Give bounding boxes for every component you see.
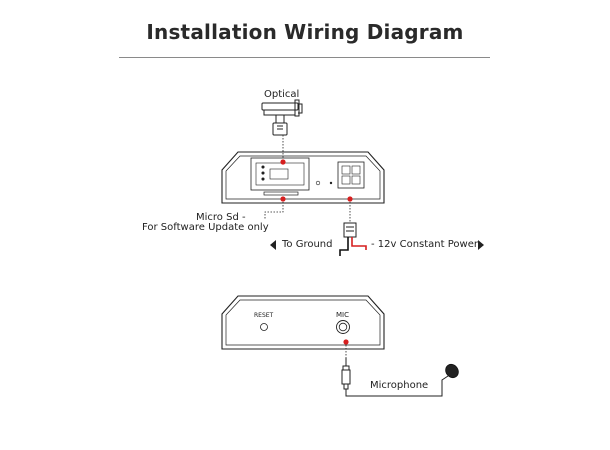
microphone-cable <box>345 375 449 397</box>
microphone-label: Microphone <box>370 380 429 391</box>
page-title: Installation Wiring Diagram <box>146 20 464 44</box>
power-wire <box>351 237 367 250</box>
reset-label: RESET <box>254 312 274 319</box>
mic-port-marker <box>343 339 349 345</box>
top-unit-body <box>221 151 385 204</box>
optical-label: Optical <box>264 89 300 100</box>
power-label: - 12v Constant Power <box>371 239 478 250</box>
power-port-marker <box>347 196 353 202</box>
optical-port-marker <box>280 159 286 165</box>
microphone-icon <box>445 363 459 379</box>
micro-sd-label-line1: Micro Sd - <box>196 212 246 223</box>
power-plug-icon <box>343 222 357 238</box>
bottom-unit-body <box>221 295 385 350</box>
title-divider <box>119 57 490 58</box>
micro-sd-label-line2: For Software Update only <box>142 222 269 233</box>
ground-wire <box>339 237 349 256</box>
optical-connector-icon <box>261 99 303 136</box>
mic-plug-icon <box>341 358 351 390</box>
right-triangle-icon <box>478 240 484 250</box>
sd-slot-marker <box>280 196 286 202</box>
sd-leader-line <box>264 202 284 220</box>
to-ground-label: To Ground <box>282 239 333 250</box>
mic-label: MIC <box>336 311 349 319</box>
left-triangle-icon <box>270 240 276 250</box>
